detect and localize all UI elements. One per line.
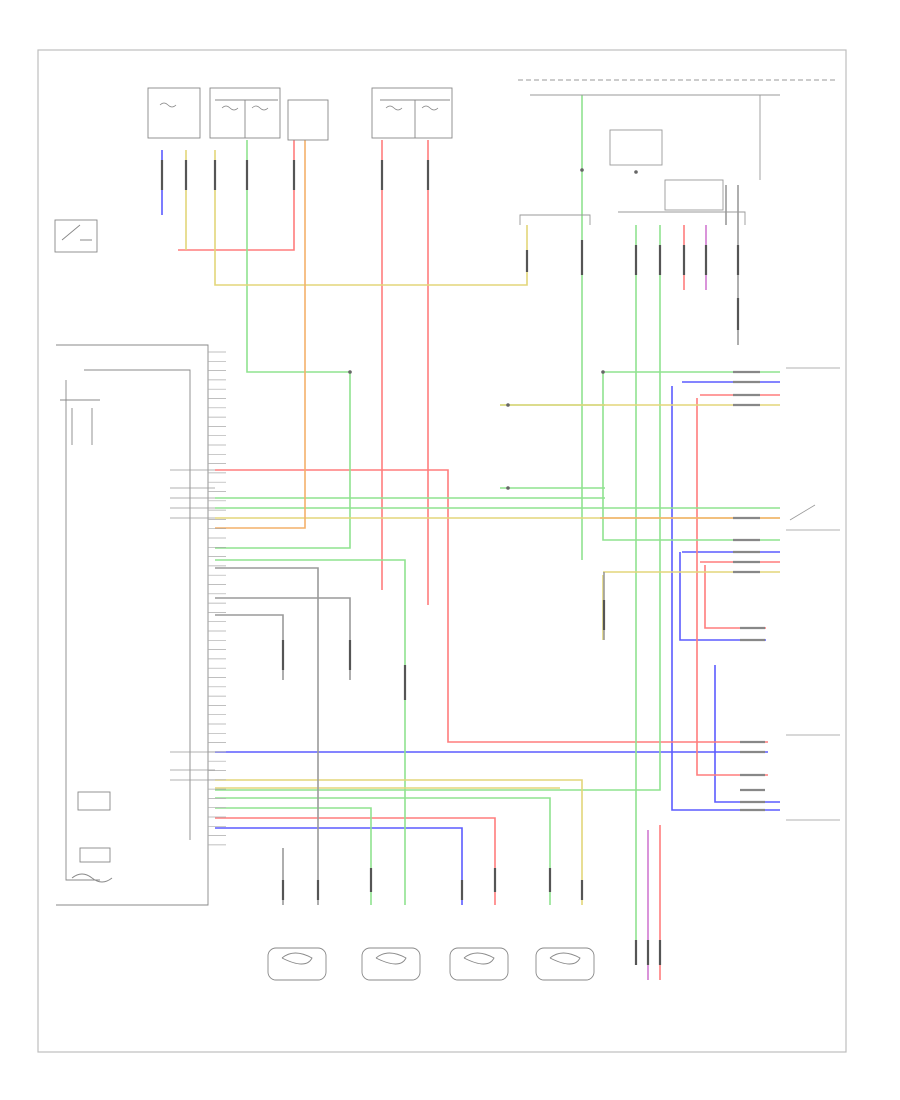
wheel-sensor-rear-right	[535, 947, 595, 981]
wire-green	[215, 797, 551, 905]
wire-green	[215, 225, 661, 791]
wire-orange	[215, 140, 306, 529]
right-connector-markers	[733, 370, 765, 812]
wire-red	[215, 469, 768, 743]
splice-dot	[580, 168, 584, 172]
fuse-box-divider	[215, 99, 278, 138]
wire-red	[704, 565, 766, 629]
wheel-sensor-front-left	[267, 947, 327, 981]
connector-bracket	[618, 211, 746, 225]
fuse-symbol	[159, 102, 177, 108]
fuse-symbol	[385, 105, 403, 111]
module-inner-outline	[84, 369, 191, 840]
wire-blue	[679, 552, 766, 641]
sensor-coil	[375, 952, 407, 965]
right-modules	[786, 367, 840, 821]
sensor-body	[361, 947, 421, 981]
wheel-sensor-front-right	[449, 947, 509, 981]
fuse-box	[287, 99, 329, 141]
valve-relay	[79, 847, 111, 863]
relay-module	[609, 129, 663, 166]
splice-dot	[506, 403, 510, 407]
wire-green	[602, 372, 780, 541]
wire-yellow	[214, 150, 528, 286]
wire-label-markers	[160, 160, 740, 965]
wire-blue	[714, 665, 780, 803]
wire-grey	[215, 567, 319, 905]
sensor-body	[267, 947, 327, 981]
wire-green	[215, 140, 351, 549]
wire-blue	[671, 386, 780, 811]
module-pin-stubs	[208, 351, 226, 846]
fuse-symbol	[251, 105, 269, 111]
switch-contact	[61, 224, 92, 241]
fuse-symbol	[221, 105, 239, 111]
module-signal-lines	[170, 469, 215, 781]
wire-red	[696, 398, 768, 776]
wire-green	[215, 807, 372, 905]
sensor-coil	[549, 952, 581, 965]
pump-motor-relay	[77, 791, 111, 811]
fuse-box	[371, 87, 453, 139]
wire-red	[178, 140, 295, 251]
splice-dot	[506, 486, 510, 490]
abs-control-module	[56, 344, 209, 906]
fuse-box	[147, 87, 201, 139]
wheel-sensor-rear-left	[361, 947, 421, 981]
fuse-symbol	[421, 105, 439, 111]
module-outline	[56, 344, 209, 906]
sensor-body	[535, 947, 595, 981]
wheel-sensors	[267, 947, 595, 981]
splice-dot	[348, 370, 352, 374]
wire-red	[215, 817, 496, 905]
relay-module	[664, 179, 724, 211]
power-distribution	[518, 79, 835, 225]
sensor-body	[449, 947, 509, 981]
motor-symbol	[71, 873, 113, 883]
switch-symbol	[54, 219, 98, 253]
splice-dot	[601, 370, 605, 374]
wire-grey	[215, 614, 284, 680]
splice-points	[348, 168, 638, 490]
connector-bracket	[519, 214, 591, 225]
wire-group	[161, 95, 780, 980]
diagram-frame	[37, 49, 847, 1053]
module-ground-line	[65, 380, 100, 881]
wire-blue	[215, 827, 463, 905]
fuse-symbols	[159, 102, 439, 111]
brake-switch-contact	[789, 504, 816, 521]
fuse-boxes	[147, 87, 453, 141]
splice-dot	[634, 170, 638, 174]
wire-yellow	[215, 779, 583, 905]
sensor-coil	[281, 952, 313, 965]
wire-green	[215, 559, 406, 905]
sensor-coil	[463, 952, 495, 965]
module-internal-bus	[60, 399, 100, 445]
fuse-box-divider	[380, 99, 450, 138]
switch-body	[54, 219, 98, 253]
